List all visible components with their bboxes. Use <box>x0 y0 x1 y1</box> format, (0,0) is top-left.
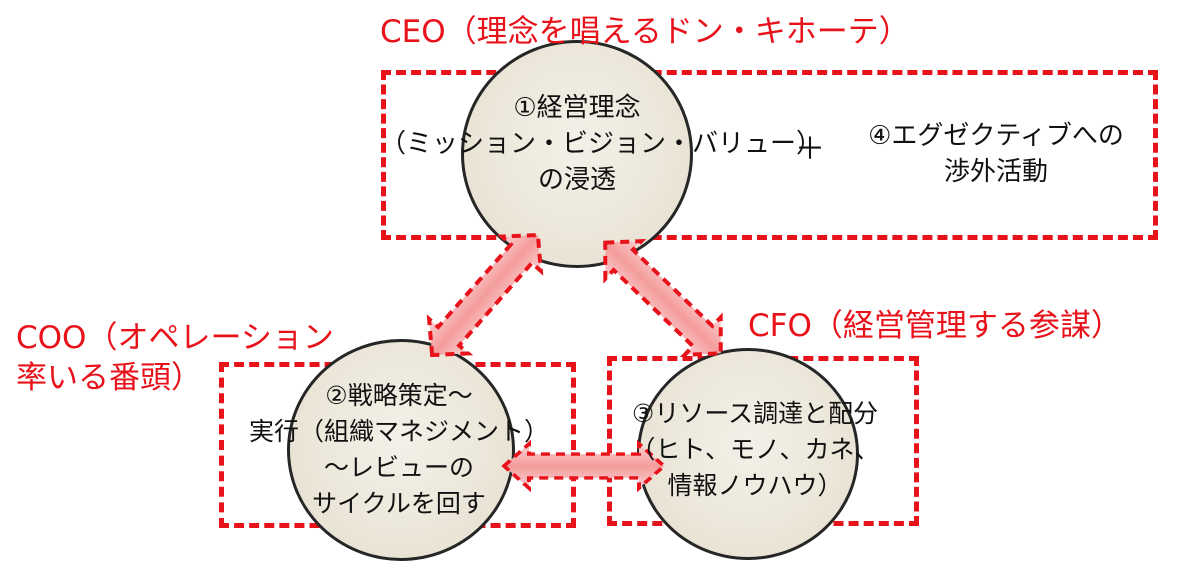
coo-label: COO（オペレーション 率いる番頭） <box>16 320 334 396</box>
arrow-ceo-coo <box>410 215 560 375</box>
circle-management-philosophy <box>461 40 693 268</box>
item-management-philosophy-text: ①経営理念 （ミッション・ビジョン・バリュー） の浸透 <box>380 93 823 195</box>
item-strategy-execution-text: ②戦略策定～ 実行（組織マネジメント） ～レビューの サイクルを回す <box>248 381 549 518</box>
circle-strategy-execution <box>287 339 515 561</box>
item-executive-relations-text: ④エグゼクティブへの 渉外活動 <box>868 121 1124 187</box>
cfo-label: CFO（経営管理する参謀） <box>748 308 1122 344</box>
plus-sign: ＋ <box>795 132 825 167</box>
ceo-label: CEO（理念を唱えるドン・キホーテ） <box>380 14 910 50</box>
arrow-ceo-cfo <box>585 221 741 375</box>
circle-resource-allocation <box>637 348 859 560</box>
ceo-box <box>381 70 1158 240</box>
item-resource-allocation-text: ③リソース調達と配分 （ヒト、モノ、カネ、 情報ノウハウ） <box>630 399 880 500</box>
